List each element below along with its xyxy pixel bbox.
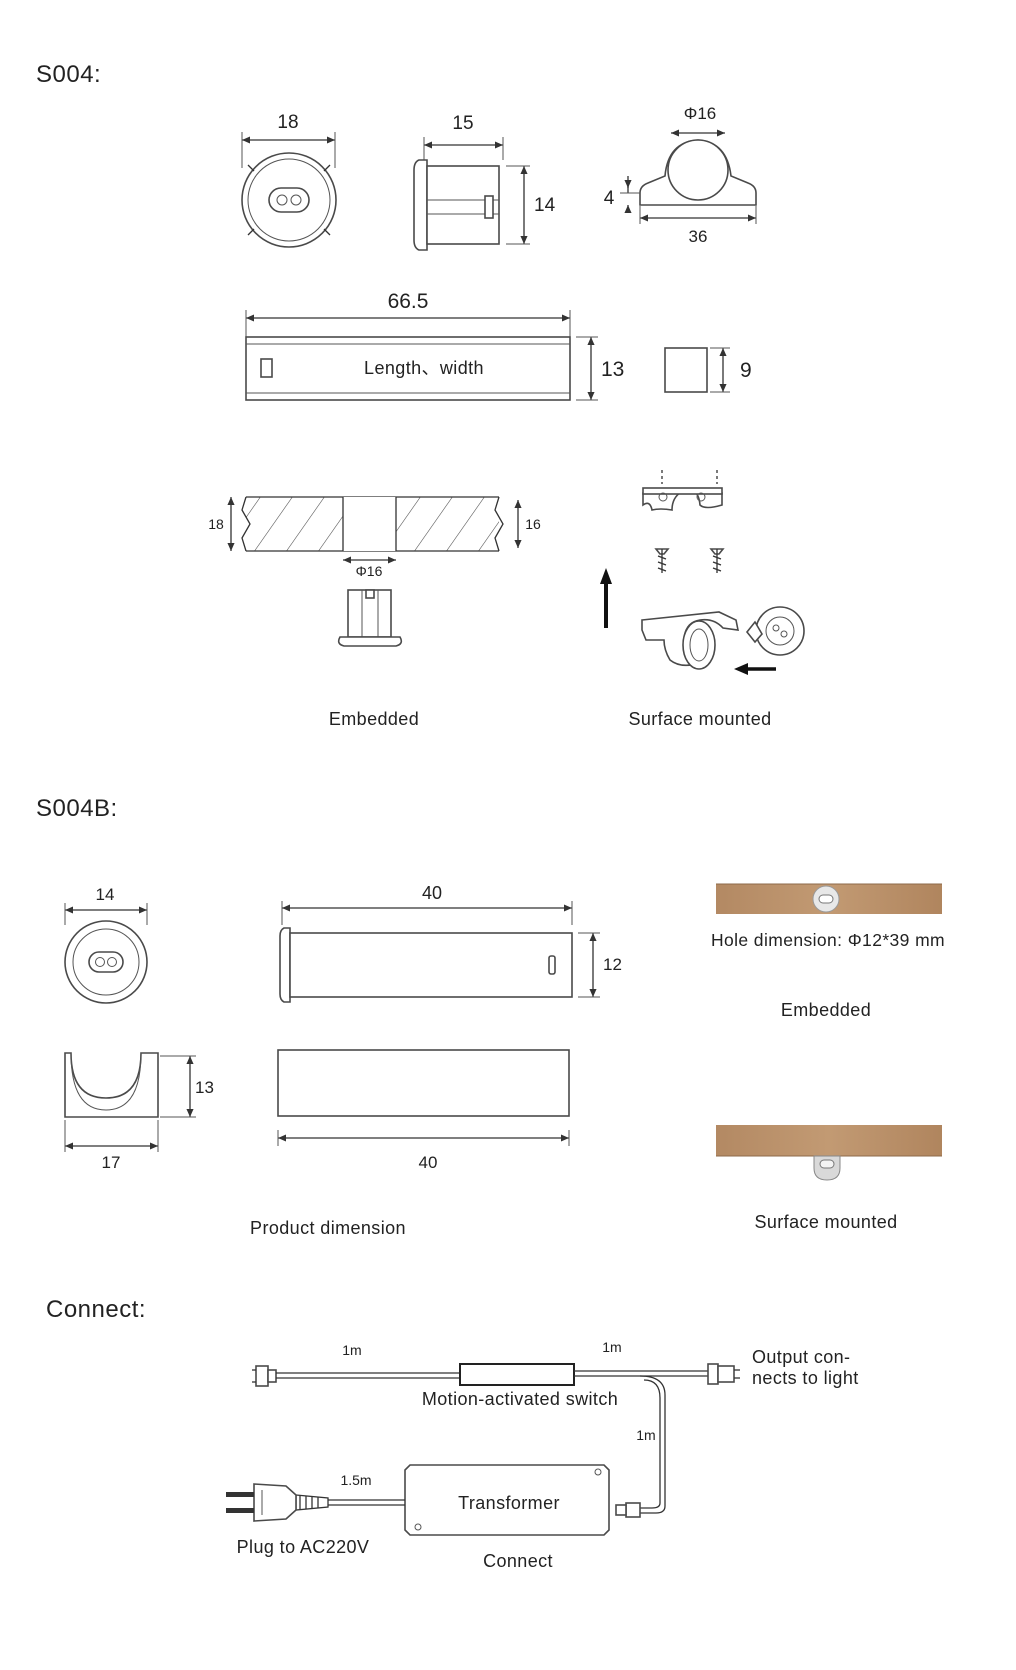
s004-side-height-label: 14 (534, 195, 556, 216)
s004b-surface-board (716, 1125, 942, 1181)
s004-mount-clip: Φ16 36 4 (604, 104, 757, 246)
section-title-s004b: S004B: (36, 795, 118, 822)
s004b-embedded-board (716, 883, 942, 914)
s004b-clip-height-label: 13 (195, 1078, 214, 1097)
connect-transformer-label: Transformer (458, 1493, 560, 1513)
s004b-bar-length-bottom-label: 40 (419, 1153, 438, 1172)
connect-wire-left-label: 1m (342, 1342, 361, 1358)
s004b-front-view: 14 (64, 885, 148, 1004)
connect-wire-right-label: 1m (602, 1339, 621, 1355)
connect-output-line2: nects to light (752, 1368, 859, 1388)
s004b-product-label: Product dimension (250, 1218, 406, 1238)
connect-wire-down-label: 1m (636, 1427, 655, 1443)
s004-bar-label: Length、width (364, 358, 484, 378)
s004-clip-width-label: 36 (689, 227, 708, 246)
connect-plug-label: Plug to AC220V (237, 1537, 370, 1557)
connect-diagram: 1m Motion-activated switch 1m Output con… (226, 1339, 859, 1536)
s004-surface-label: Surface mounted (628, 709, 771, 729)
s004-side-depth-label: 15 (452, 113, 473, 134)
s004-embedded-diagram: 18 16 Φ16 (208, 496, 541, 647)
section-title-s004: S004: (36, 61, 101, 88)
s004b-hole-label: Hole dimension: Φ12*39 mm (711, 930, 945, 950)
s004-side-view: 15 14 (413, 113, 556, 251)
s004b-bar-length-top-label: 40 (422, 883, 442, 903)
s004b-front-width-label: 14 (96, 885, 115, 904)
s004b-clip-view: 13 17 (64, 1052, 214, 1172)
s004-bar-view: 66.5 Length、width 13 9 (245, 290, 752, 401)
s004-front-view: 18 (241, 112, 337, 248)
s004-square-size-label: 9 (740, 359, 752, 382)
s004b-bar-view: 40 12 40 (277, 883, 622, 1172)
connect-switch-label: Motion-activated switch (422, 1389, 618, 1409)
s004-embedded-label: Embedded (329, 709, 419, 729)
s004-front-width-label: 18 (277, 112, 298, 133)
s004-board-thickness-label: 18 (208, 516, 224, 532)
s004-bar-length-label: 66.5 (388, 290, 429, 313)
s004-board-right-label: 16 (525, 516, 541, 532)
s004-hole-diameter-label: Φ16 (356, 563, 383, 579)
s004b-embedded-label: Embedded (781, 1000, 871, 1020)
s004b-clip-width-label: 17 (102, 1153, 121, 1172)
section-title-connect: Connect: (46, 1296, 146, 1323)
s004b-bar-height-label: 12 (603, 955, 622, 974)
s004b-surface-label: Surface mounted (754, 1212, 897, 1232)
connect-wire-plug-label: 1.5m (340, 1472, 371, 1488)
s004-surface-diagram (600, 470, 805, 675)
s004-bar-height-label: 13 (601, 358, 624, 381)
s004-clip-height-label: 4 (604, 188, 615, 209)
s004-clip-diameter-label: Φ16 (684, 104, 716, 123)
connect-caption: Connect (483, 1551, 553, 1571)
connect-output-line1: Output con- (752, 1347, 850, 1367)
